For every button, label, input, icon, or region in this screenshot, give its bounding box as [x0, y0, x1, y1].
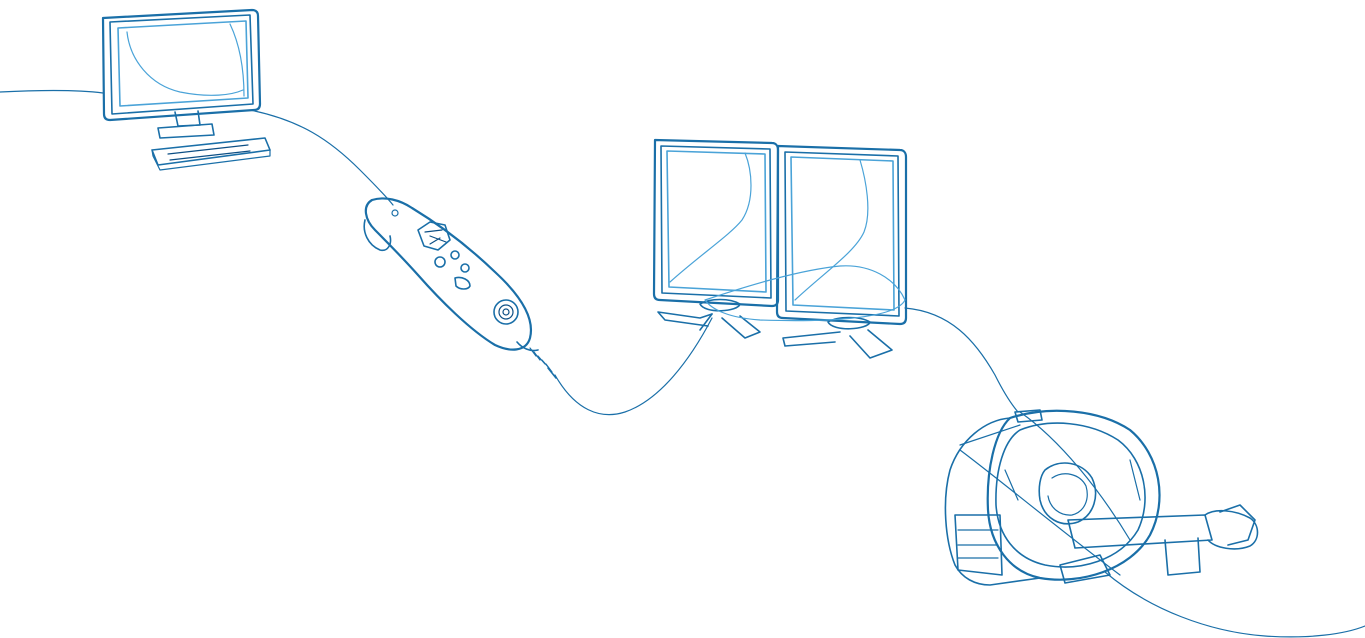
cable-computer-to-remote — [249, 109, 394, 206]
mri-scanner-icon — [944, 409, 1259, 586]
right-monitor-icon — [775, 144, 908, 359]
cable-remote-to-monitors — [554, 317, 713, 416]
left-monitor-icon — [652, 138, 780, 339]
trackball-icon — [493, 299, 519, 325]
desktop-computer-icon — [101, 8, 271, 171]
cable-left-edge — [0, 90, 104, 94]
connecting-cables — [0, 90, 1365, 638]
keyboard-icon — [151, 137, 271, 171]
remote-control-icon — [363, 197, 557, 379]
cable-monitors-to-scanner — [904, 307, 1019, 413]
cable-scanner-right-edge — [1104, 571, 1365, 638]
dual-monitor-icon — [652, 138, 908, 359]
